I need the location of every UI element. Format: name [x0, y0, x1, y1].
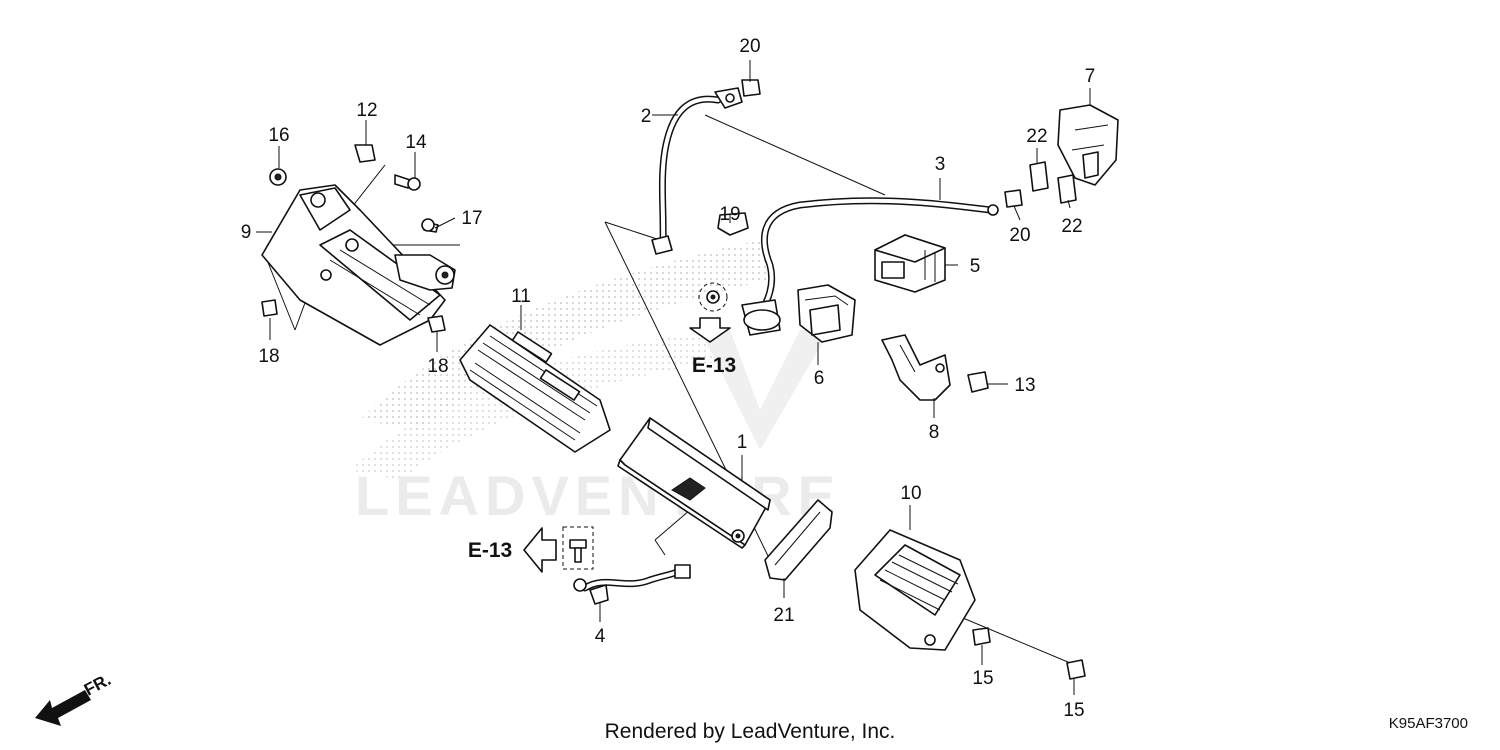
callout-18a: 18: [258, 346, 279, 367]
nut-ref-upper[interactable]: [698, 212, 749, 312]
relay-part[interactable]: [874, 234, 946, 293]
cover-part[interactable]: [1057, 104, 1119, 186]
bracket-part[interactable]: [881, 334, 951, 401]
callout-3: 3: [935, 154, 946, 175]
cable-3-part[interactable]: [741, 197, 999, 336]
front-direction-marker: FR.: [35, 670, 114, 726]
callout-6: 6: [814, 368, 825, 389]
callout-22b: 22: [1061, 216, 1082, 237]
callout-8: 8: [929, 422, 940, 443]
callout-15b: 15: [1063, 700, 1084, 721]
callout-labels: 1 2 3 4 5 6 7 8 9 10 11 12 13 14 15 15 1…: [241, 36, 1096, 721]
cable-4-part[interactable]: [573, 564, 691, 605]
callout-16: 16: [268, 125, 289, 146]
callout-13: 13: [1014, 375, 1035, 396]
battery-band-part[interactable]: [764, 499, 833, 581]
callout-14: 14: [405, 132, 427, 153]
callout-12: 12: [356, 100, 377, 121]
callout-9: 9: [241, 222, 252, 243]
fuse-box-part[interactable]: [459, 324, 611, 453]
watermark-text: LEADVENTURE: [355, 464, 841, 527]
fuse-22-parts[interactable]: [1029, 161, 1077, 204]
bolt-13-part[interactable]: [967, 371, 989, 393]
battery-part[interactable]: [617, 417, 771, 549]
callout-17: 17: [461, 208, 482, 229]
front-arrow-icon: [35, 690, 91, 726]
reference-lower[interactable]: E-13: [468, 527, 557, 573]
bolt-15-parts[interactable]: [972, 627, 1086, 680]
diagram-code: K95AF3700: [1389, 715, 1468, 732]
callout-15a: 15: [972, 668, 993, 689]
ecu-box-part[interactable]: [261, 184, 446, 346]
callout-4: 4: [595, 626, 606, 647]
callout-7: 7: [1085, 66, 1096, 87]
regulator-part[interactable]: [854, 529, 976, 651]
callout-5: 5: [970, 256, 981, 277]
callout-22a: 22: [1026, 126, 1047, 147]
cable-2-part[interactable]: [651, 87, 743, 255]
callout-18b: 18: [427, 356, 448, 377]
bolt-20-parts[interactable]: [741, 79, 1023, 208]
callout-1: 1: [737, 432, 748, 453]
callout-2: 2: [641, 106, 652, 127]
callout-20a: 20: [739, 36, 760, 57]
fastener-parts[interactable]: [261, 144, 446, 333]
callout-20b: 20: [1009, 225, 1030, 246]
callout-11: 11: [511, 286, 531, 307]
callout-10: 10: [900, 483, 921, 504]
relay-holder-part[interactable]: [797, 284, 856, 343]
reference-label-lower: E-13: [468, 539, 512, 562]
callout-19: 19: [719, 204, 740, 225]
reference-label-upper: E-13: [692, 354, 736, 377]
credit-text: Rendered by LeadVenture, Inc.: [605, 720, 896, 743]
reference-upper[interactable]: E-13: [689, 317, 736, 377]
bolt-ref-lower[interactable]: [562, 526, 594, 570]
connector-part[interactable]: [394, 254, 456, 291]
callout-21: 21: [773, 605, 794, 626]
callout-leaders: [256, 60, 1091, 695]
